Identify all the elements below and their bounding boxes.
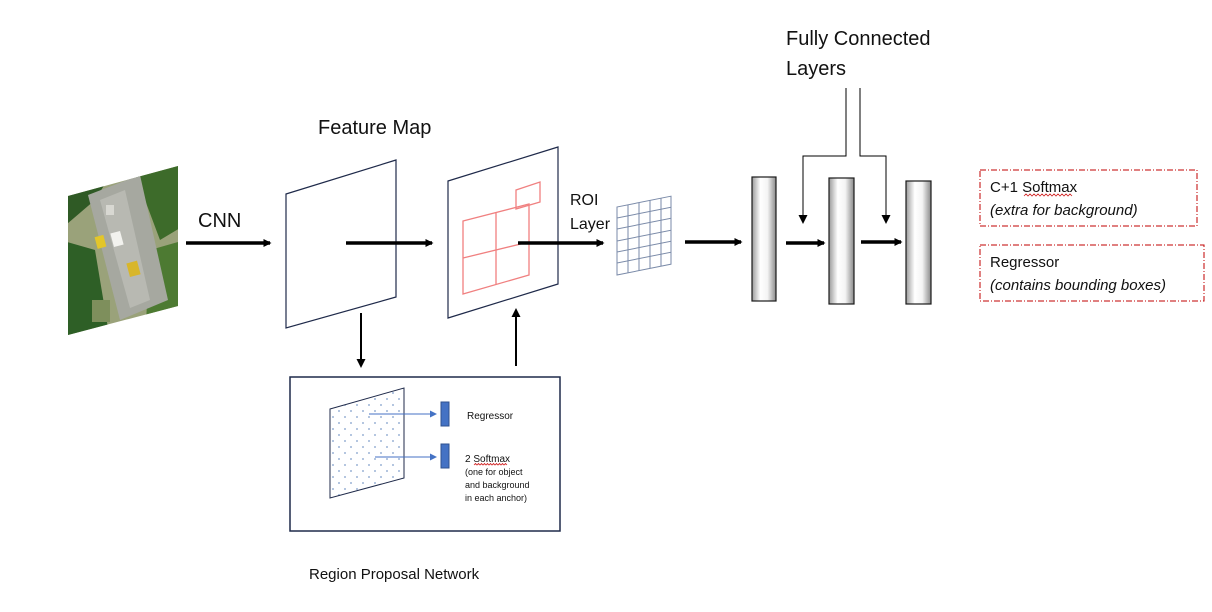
softmax-output-title: C+1 Softmax (990, 179, 1078, 196)
rpn-box: Regressor 2 Softmax (one for object and … (289, 376, 561, 532)
fc-layer-1 (751, 176, 777, 302)
rpn-softmax-block (440, 443, 450, 469)
roi-label-line-1: ROI (570, 192, 598, 209)
proposal-feature-map (447, 146, 559, 319)
regressor-output-box: Regressor (contains bounding boxes) (979, 244, 1205, 302)
softmax-spellcheck-underline (1023, 193, 1073, 197)
regressor-output-note: (contains bounding boxes) (990, 277, 1166, 294)
fc-layer-3 (905, 180, 932, 305)
rpn-softmax-label: 2 Softmax (465, 454, 510, 465)
fc-layer-2 (828, 177, 855, 305)
fc-label-line-1: Fully Connected (786, 28, 931, 50)
feature-map-label: Feature Map (318, 117, 431, 139)
fc-label-to-layer-3-connector (859, 88, 891, 224)
rpn-regressor-label: Regressor (467, 411, 514, 422)
fc-label-to-layer-2-connector (798, 88, 847, 224)
rpn-regressor-block (440, 401, 450, 427)
proposal-box-large (462, 203, 530, 295)
regressor-output-title: Regressor (990, 254, 1059, 271)
rpn-softmax-note-line-2: and background (465, 480, 530, 490)
roi-label-line-2: Layer (570, 216, 611, 233)
rpn-title: Region Proposal Network (309, 566, 480, 583)
proposal-box-small (515, 181, 541, 210)
roi-pooling-grid (616, 195, 672, 276)
rpn-softmax-spellcheck-underline (473, 462, 508, 466)
cnn-label: CNN (198, 210, 241, 232)
rpn-anchor-plane (329, 387, 405, 499)
fc-label-line-2: Layers (786, 58, 846, 80)
feature-map-plane (285, 159, 397, 329)
softmax-output-box: C+1 Softmax (extra for background) (979, 169, 1198, 227)
rpn-softmax-note-line-1: (one for object (465, 467, 523, 477)
softmax-output-note: (extra for background) (990, 202, 1138, 219)
input-image (68, 166, 178, 335)
rpn-softmax-note-line-3: in each anchor) (465, 493, 527, 503)
